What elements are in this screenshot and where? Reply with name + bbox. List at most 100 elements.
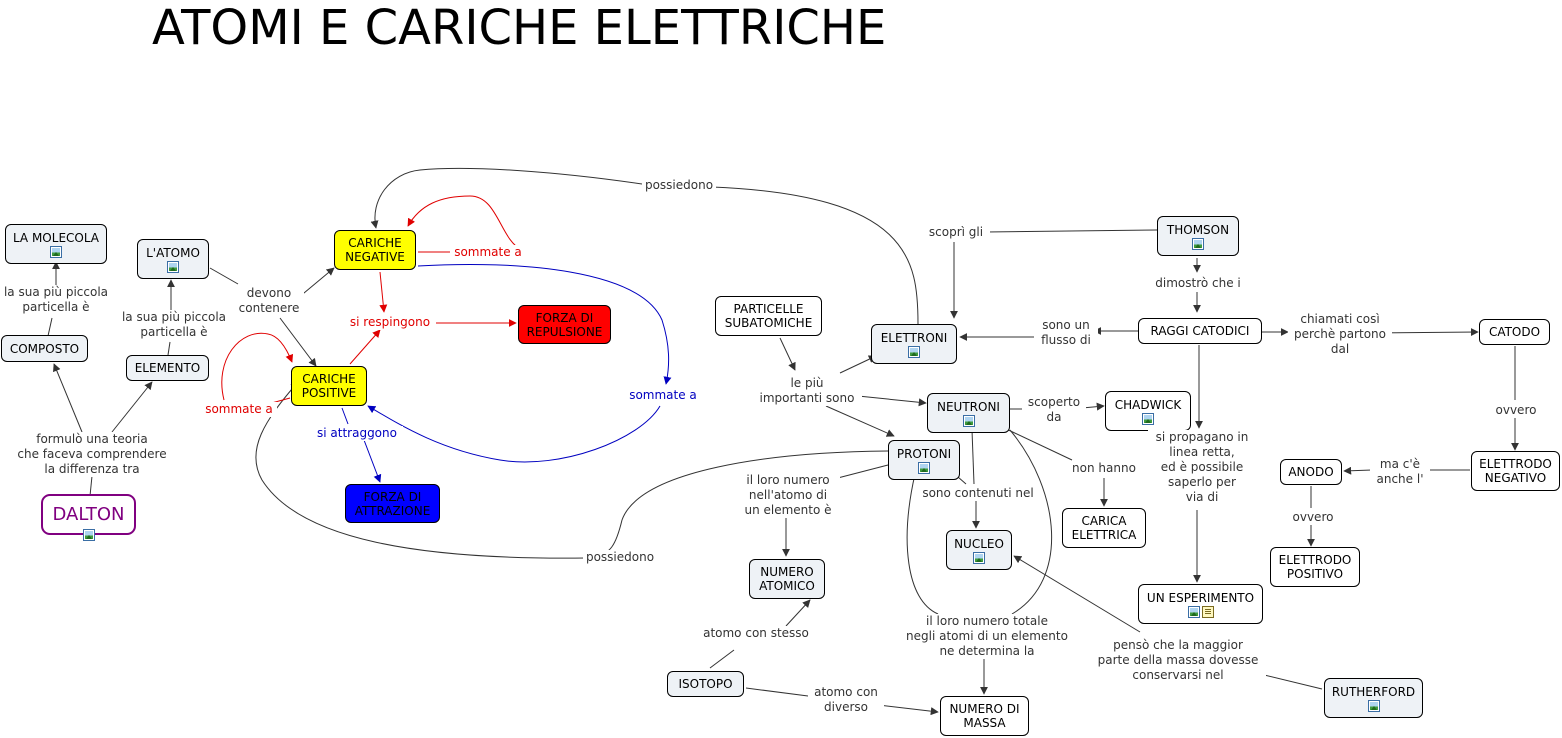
link-label: dimostrò che i xyxy=(1148,276,1248,291)
node-label: RAGGI CATODICI xyxy=(1150,324,1250,338)
link-atomo-devono xyxy=(209,267,239,285)
node-chadwick[interactable]: CHADWICK xyxy=(1105,391,1191,431)
node-composto[interactable]: COMPOSTO xyxy=(1,335,88,362)
link-thomson-scopri xyxy=(985,229,1158,233)
node-catodo[interactable]: CATODO xyxy=(1479,319,1550,345)
link-label: scoprì gli xyxy=(922,225,990,240)
node-label: UN ESPERIMENTO xyxy=(1146,590,1255,605)
link-label: possiedono xyxy=(583,550,657,565)
node-label: ELEMENTO xyxy=(134,361,201,375)
link-label: il loro numero totale negli atomi di un … xyxy=(898,614,1076,659)
node-anodo[interactable]: ANODO xyxy=(1280,459,1342,485)
image-resource-icon[interactable] xyxy=(1192,237,1204,250)
link-sommate-red-negative xyxy=(407,195,523,251)
link-composto-molecola xyxy=(47,317,53,337)
link-devono-positive xyxy=(279,317,317,367)
node-label: ELETTRODO NEGATIVO xyxy=(1479,457,1552,485)
node-label: LA MOLECOLA xyxy=(12,230,100,245)
link-label: si attraggono xyxy=(311,426,403,441)
node-particelle-subatomiche[interactable]: PARTICELLE SUBATOMICHE xyxy=(715,296,822,336)
link-label: pensò che la maggior parte della massa d… xyxy=(1090,638,1266,683)
image-resource-icon[interactable] xyxy=(1142,412,1154,425)
link-protoni-totale xyxy=(906,473,939,615)
link-label: sommate a xyxy=(201,402,277,417)
page-title: ATOMI E CARICHE ELETTRICHE xyxy=(152,0,887,56)
link-rutherford-penso xyxy=(1259,673,1323,690)
node-forza-attrazione[interactable]: FORZA DI ATTRAZIONE xyxy=(345,484,440,523)
image-resource-icon[interactable] xyxy=(167,260,179,273)
node-l-atomo[interactable]: L'ATOMO xyxy=(137,239,209,279)
node-protoni[interactable]: PROTONI xyxy=(888,440,960,480)
link-label: atomo con stesso xyxy=(696,626,816,641)
link-dalton-formulo xyxy=(89,475,93,497)
link-attraggono-forza xyxy=(363,439,382,483)
link-stesso-atomico xyxy=(785,599,811,627)
link-elemento-atomo xyxy=(167,341,171,356)
node-label: CHADWICK xyxy=(1114,397,1182,412)
node-forza-repulsione[interactable]: FORZA DI REPULSIONE xyxy=(518,305,611,344)
link-negative-sommate-blue xyxy=(417,263,672,385)
node-elettrodo-positivo[interactable]: ELETTRODO POSITIVO xyxy=(1270,547,1360,587)
node-label: PARTICELLE SUBATOMICHE xyxy=(724,302,813,330)
link-sommate-blue-positive xyxy=(367,405,661,463)
node-cariche-positive[interactable]: CARICHE POSITIVE xyxy=(291,366,367,406)
image-resource-icon[interactable] xyxy=(973,551,985,564)
link-label: chiamati così perchè partono dal xyxy=(1288,312,1392,357)
image-resource-icon[interactable] xyxy=(82,529,95,541)
node-label: FORZA DI REPULSIONE xyxy=(526,310,603,339)
link-possiedono-negative xyxy=(370,167,643,229)
link-elettroni-possiedono xyxy=(711,186,919,325)
node-label: FORZA DI ATTRAZIONE xyxy=(354,489,431,518)
link-neutroni-contenuti xyxy=(971,429,975,485)
image-resource-icon[interactable] xyxy=(908,345,920,358)
node-neutroni[interactable]: NEUTRONI xyxy=(927,393,1010,433)
image-resource-icon[interactable] xyxy=(50,245,62,258)
link-possiedono-positive xyxy=(255,381,587,559)
node-thomson[interactable]: THOMSON xyxy=(1157,216,1239,256)
link-label: ovvero xyxy=(1489,403,1543,418)
node-label: NUMERO DI MASSA xyxy=(949,702,1020,730)
link-particelle-importanti xyxy=(779,337,796,371)
image-resource-icon[interactable] xyxy=(1187,605,1200,618)
node-un-esperimento[interactable]: UN ESPERIMENTO xyxy=(1138,584,1263,624)
node-rutherford[interactable]: RUTHERFORD xyxy=(1324,678,1423,718)
link-formulo-elemento xyxy=(111,381,153,433)
node-elettroni[interactable]: ELETTRONI xyxy=(871,324,957,364)
node-la-molecola[interactable]: LA MOLECOLA xyxy=(5,224,107,264)
link-formulo-composto xyxy=(53,363,83,433)
link-label: la sua più piccola particella è xyxy=(1,285,111,315)
link-label: non hanno xyxy=(1066,461,1142,476)
node-numero-di-massa[interactable]: NUMERO DI MASSA xyxy=(940,696,1029,736)
link-importanti-protoni xyxy=(825,405,895,437)
node-label: NUCLEO xyxy=(954,536,1004,551)
node-raggi-catodici[interactable]: RAGGI CATODICI xyxy=(1138,318,1262,344)
node-label: CATODO xyxy=(1488,325,1541,339)
node-isotopo[interactable]: ISOTOPO xyxy=(667,671,744,697)
node-numero-atomico[interactable]: NUMERO ATOMICO xyxy=(749,559,825,599)
image-resource-icon[interactable] xyxy=(962,414,975,427)
node-carica-elettrica[interactable]: CARICA ELETTRICA xyxy=(1062,508,1146,548)
link-label: scoperto da xyxy=(1022,395,1086,425)
node-elettrodo-negativo[interactable]: ELETTRODO NEGATIVO xyxy=(1471,451,1560,491)
node-label: RUTHERFORD xyxy=(1331,684,1416,699)
link-devono-negative xyxy=(297,267,335,299)
document-resource-icon[interactable] xyxy=(1201,605,1214,618)
node-elemento[interactable]: ELEMENTO xyxy=(126,355,209,381)
link-positive-attraggono xyxy=(341,407,349,425)
node-cariche-negative[interactable]: CARICHE NEGATIVE xyxy=(334,230,416,270)
node-label: CARICHE NEGATIVE xyxy=(345,236,405,264)
node-nucleo[interactable]: NUCLEO xyxy=(946,530,1012,570)
link-positive-respingono xyxy=(349,329,381,365)
link-label: si respingono xyxy=(344,315,436,330)
link-label: sommate a xyxy=(625,388,701,403)
image-resource-icon[interactable] xyxy=(1367,699,1380,712)
link-isotopo-stesso xyxy=(709,649,735,669)
image-resource-icon[interactable] xyxy=(918,461,930,474)
node-label: ANODO xyxy=(1288,465,1334,479)
link-ma-anodo xyxy=(1343,466,1373,475)
link-label: la sua più piccola particella è xyxy=(117,310,231,340)
node-label: ELETTRONI xyxy=(880,330,948,345)
node-label: ELETTRODO POSITIVO xyxy=(1278,553,1352,581)
node-dalton[interactable]: DALTON xyxy=(41,494,136,541)
